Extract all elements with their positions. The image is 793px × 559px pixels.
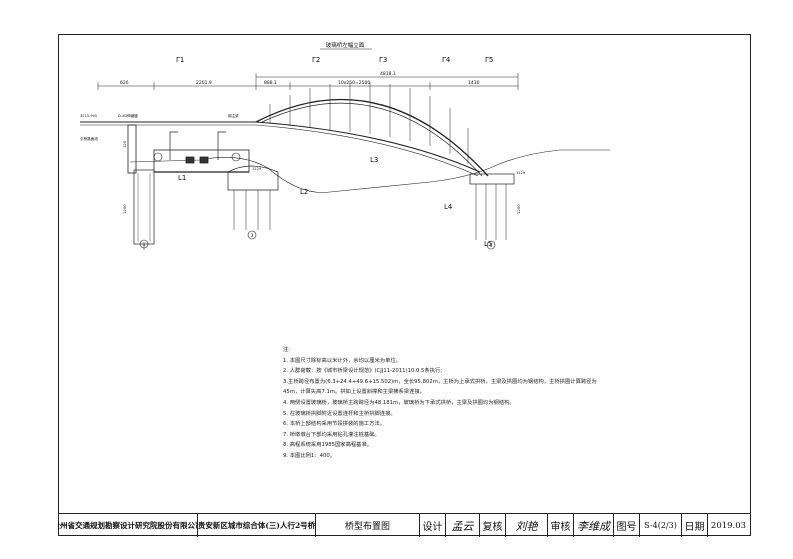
bridge-deck (80, 121, 481, 177)
level-label-right: 1229 (516, 171, 526, 175)
drawing-name: 桥型布置图 (316, 514, 420, 537)
dim-626: 626 (120, 80, 129, 86)
note-item: 8. 高程系统采用1985国家高程基准。 (283, 442, 373, 449)
section-mark-2: Γ2 (312, 56, 320, 64)
drawing-frame (58, 34, 751, 536)
vdim-1200-left: 1200 (122, 204, 127, 214)
section-mark-4: Γ4 (442, 56, 451, 64)
dim-total: 4818.1 (380, 71, 396, 77)
pier-marker-5-label: 5 (490, 243, 493, 249)
note-item: 3.主桥跨径布置为(6.3+24.4+49.6+15.502)m，全长95.80… (283, 378, 597, 385)
vdim-1200-right: 1200 (516, 204, 521, 214)
date-label: 日期 (682, 514, 708, 537)
vdim-120: 120 (122, 140, 127, 148)
note-item: 6. 本桥上部结构采用节段拼装的施工方法。 (283, 421, 386, 428)
note-item: 45m，计算矢高7.1m。拱如上设置斜撑和主梁横系梁连接。 (283, 389, 426, 396)
pier-marker-5 (486, 240, 496, 250)
notes-heading: 注: (283, 347, 291, 353)
date-value: 2019.03 (710, 520, 747, 531)
pier-marker-1 (139, 239, 149, 249)
design-label: 设计 (420, 514, 446, 537)
note-item: 1. 本图尺寸除标高以米计外，余均以厘米为单位。 (283, 357, 401, 364)
review-label: 复核 (480, 514, 506, 537)
section-mark-5: Γ5 (485, 56, 493, 64)
dim-2201: 2201.9 (196, 80, 212, 86)
pier-label-l5: L5 (484, 240, 492, 248)
pier-marker-3 (247, 230, 257, 240)
dim-10x250: 10x250=2500 (338, 80, 370, 86)
title-block: 贵州省交通规划勘察设计研究院股份有限公司 贵安新区城市综合体(三)人行2号桥 桥… (58, 513, 751, 537)
arch-rib (255, 82, 489, 177)
ground-line (129, 149, 610, 193)
note-item: 5. 在玻璃桥拱脚附近设置连杆和主桥拱脚连接。 (283, 410, 396, 417)
pier-right (469, 173, 515, 240)
note-item: 4. 两侧设置玻璃桥，玻璃桥主跨跨径为48.181m，玻璃桥为下承式拱桥，主梁及… (283, 399, 515, 406)
drawing-title: 玻璃桥左幅立面 (326, 41, 365, 49)
arch-callout: 钢主梁 (228, 113, 239, 118)
pier-middle (227, 165, 279, 230)
section-mark-1: Γ1 (176, 56, 184, 64)
design-signature: 孟云 (446, 514, 480, 537)
dim-1430: 1430 (468, 80, 480, 86)
approve-label: 审核 (548, 514, 574, 537)
note-item: 7. 桥墩墩台下部均采用钻孔灌注桩基础。 (283, 431, 380, 438)
pier-label-l3: L3 (370, 156, 378, 164)
note-item: 9. 本图比例1：400。 (283, 452, 335, 459)
project-name: 贵安新区城市综合体(三)人行2号桥 (198, 514, 316, 537)
road-callout: 引桥路面线 (80, 136, 98, 141)
pier-label-l1: L1 (178, 174, 186, 182)
level-label-mid: 1229 (252, 167, 262, 171)
pier-left (133, 169, 155, 245)
note-item: 2. 人群荷载：按《城市桥梁设计规范》(CJJ11-2011)10.0.5条执行… (283, 368, 443, 375)
top-dimension-lines (97, 73, 519, 90)
sheet-label: 图号 (614, 514, 640, 537)
section-mark-3: Γ3 (379, 56, 387, 64)
pier-label-l4: L4 (444, 203, 453, 211)
dim-888: 888.1 (264, 80, 277, 86)
approve-signature: 李维成 (574, 514, 614, 537)
review-signature: 刘艳 (506, 514, 548, 537)
deck-callout: D-4D伸缩缝 (118, 113, 138, 118)
notes-block: 注: 1. 本图尺寸除标高以米计外，余均以厘米为单位。 2. 人群荷载：按《城市… (283, 345, 703, 462)
level-label-left: 3215.905 (80, 114, 97, 118)
pier-marker-3-label: 3 (251, 233, 254, 239)
sheet-number: S-4(2/3) (640, 514, 682, 537)
approach-structure (127, 124, 250, 174)
company-name: 贵州省交通规划勘察设计研究院股份有限公司 (58, 514, 198, 537)
pier-label-l2: L2 (300, 188, 308, 196)
pier-marker-1-label: 1 (143, 242, 146, 248)
